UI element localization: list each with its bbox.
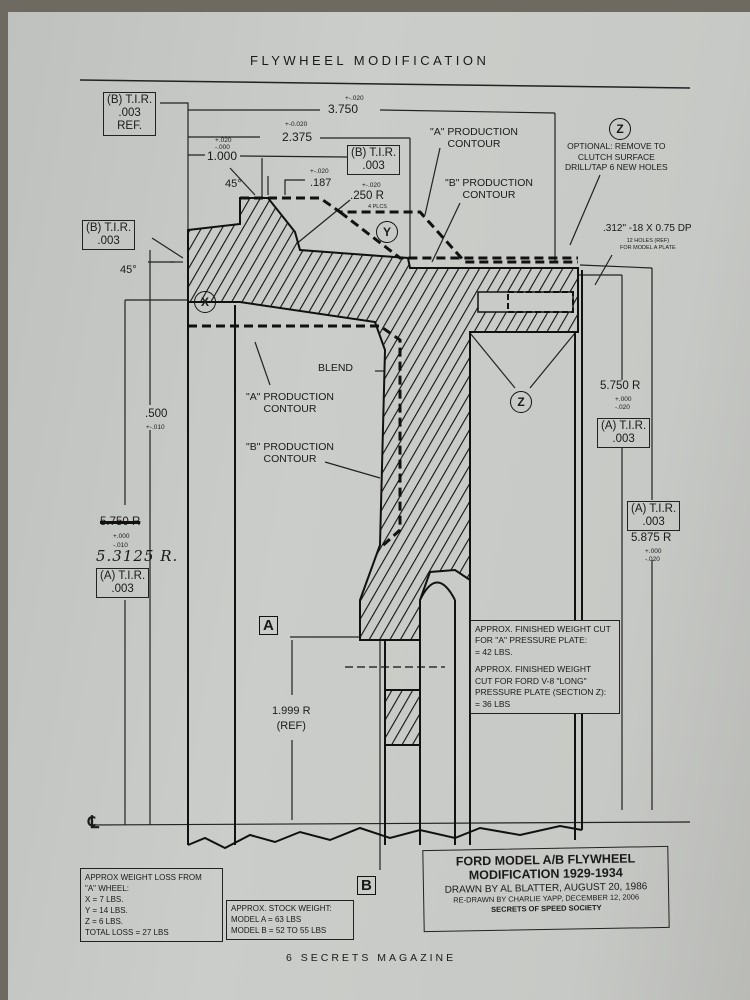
dim-1000-tol-minus: -.000 [215, 144, 230, 151]
header-rule [79, 79, 691, 89]
angle-left: 45° [120, 264, 137, 276]
tir-value: .003 [612, 433, 635, 446]
dim-2375: 2.375 [282, 130, 313, 144]
dim-3750: 3.750 [328, 102, 359, 116]
radius-5875-tol-plus: +.000 [645, 548, 662, 555]
bolt-hole [477, 291, 574, 313]
tir-label: (A) T.I.R. [631, 503, 677, 515]
hatched-section [187, 197, 579, 641]
radius-struck: 5.750 R [100, 516, 141, 528]
thread-note: 12 HOLES (REF)FOR MODEL A PLATE [620, 238, 676, 252]
r250-note: 4 PLCS [368, 204, 387, 210]
dim-3750-tol: +-.020 [345, 95, 364, 102]
tir-label: (B) T.I.R. [351, 147, 397, 159]
tir-label: (A) T.I.R. [100, 570, 146, 582]
blend-label: BLEND [318, 362, 354, 374]
radius-5750-tol-plus: +.000 [615, 396, 632, 403]
tir-a-left-box: (A) T.I.R. .003 [96, 568, 150, 599]
radius-5875: 5.875 R [631, 532, 672, 544]
radius-struck-tol-plus: +.000 [113, 533, 130, 540]
tir-value: .003 [118, 107, 141, 120]
thread-spec: .312" -18 X 0.75 DP [603, 223, 692, 234]
section-b-marker: B [357, 876, 376, 895]
handwritten-radius: 5.3125 R. [96, 547, 179, 565]
tir-value: .003 [111, 583, 134, 596]
tir-value: .003 [97, 235, 120, 248]
centerline-symbol: ℄ [88, 813, 99, 832]
r250: .250 R [350, 190, 384, 202]
section-y-marker: Y [376, 221, 398, 243]
section-z-marker-lower: Z [510, 391, 532, 413]
dim-187-tol: +-.020 [310, 168, 329, 175]
tir-b-mid-box: (B) T.I.R. .003 [347, 145, 401, 176]
dim-1000: 1.000 [207, 149, 238, 163]
production-contour-lines [188, 196, 578, 550]
radius-5750: 5.750 R [600, 380, 641, 392]
page-title: FLYWHEEL MODIFICATION [250, 53, 490, 68]
tir-label: (B) T.I.R. [86, 222, 132, 234]
hatched-section-lower [384, 689, 421, 746]
tir-a-right1-box: (A) T.I.R. .003 [597, 418, 651, 449]
angle-top: 45° [225, 178, 242, 190]
tir-note: REF. [117, 120, 143, 133]
dim-187: .187 [310, 177, 332, 189]
page-footer: 6 SECRETS MAGAZINE [286, 952, 457, 964]
radius-struck-tol-minus: -.010 [113, 542, 128, 549]
tir-label: (A) T.I.R. [601, 420, 647, 432]
weight-loss-note: APPROX WEIGHT LOSS FROM"A" WHEEL:X = 7 L… [80, 868, 223, 943]
r250-tol: +-.020 [362, 182, 381, 189]
tir-label: (B) T.I.R. [107, 94, 153, 106]
tir-value: .003 [362, 160, 385, 173]
dim-1000-tol-plus: +.020 [215, 137, 232, 144]
radius-5750-tol-minus: -.020 [615, 404, 630, 411]
tir-b-ref-box: (B) T.I.R. .003 REF. [103, 92, 157, 136]
section-x-marker: X [194, 291, 216, 313]
dim-500: .500 [145, 408, 168, 420]
dim-500-tol: +-.010 [146, 424, 165, 431]
section-a-marker: A [259, 616, 278, 635]
tir-a-right2-box: (A) T.I.R. .003 [627, 501, 681, 532]
tir-b-left-box: (B) T.I.R. .003 [82, 220, 136, 251]
radius-1999: 1.999 R(REF) [272, 705, 311, 732]
section-z-marker: Z [609, 118, 631, 140]
tir-value: .003 [642, 516, 665, 529]
radius-5875-tol-minus: -.020 [645, 556, 660, 563]
title-block: FORD MODEL A/B FLYWHEEL MODIFICATION 192… [422, 845, 670, 933]
dim-2375-tol: +-0.020 [285, 121, 308, 128]
